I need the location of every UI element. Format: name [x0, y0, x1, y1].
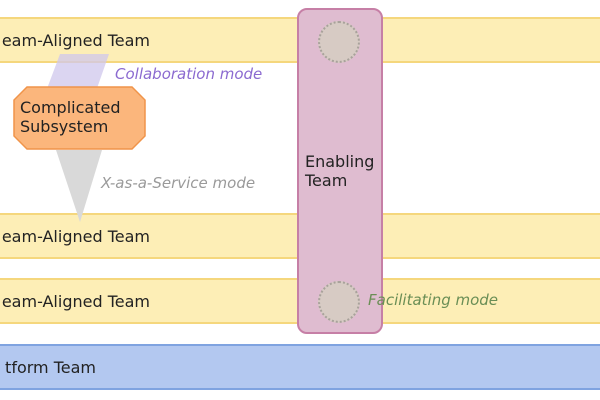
facilitating-mode-label: Facilitating mode [368, 291, 499, 309]
complicated-subsystem-label: Complicated Subsystem [20, 98, 121, 136]
facilitating-mode-marker-top [318, 21, 360, 63]
stream-aligned-team-label: eam-Aligned Team [1, 226, 150, 246]
complicated-subsystem-shape [13, 86, 146, 150]
platform-team-band: tform Team [0, 344, 600, 390]
collaboration-mode-shape [45, 54, 109, 94]
facilitating-mode-marker-bottom [318, 281, 360, 323]
x-as-a-service-mode-label: X-as-a-Service mode [101, 174, 256, 192]
stream-aligned-team-label: eam-Aligned Team [1, 30, 150, 50]
stream-aligned-team-label: eam-Aligned Team [1, 291, 150, 311]
collaboration-mode-label: Collaboration mode [115, 65, 263, 83]
enabling-team-label: Enabling Team [305, 152, 375, 190]
x-as-a-service-mode-shape [56, 150, 102, 222]
enabling-team: Enabling Team [297, 8, 383, 334]
complicated-subsystem-team: Complicated Subsystem [13, 86, 146, 150]
platform-team-label: tform Team [5, 357, 96, 377]
